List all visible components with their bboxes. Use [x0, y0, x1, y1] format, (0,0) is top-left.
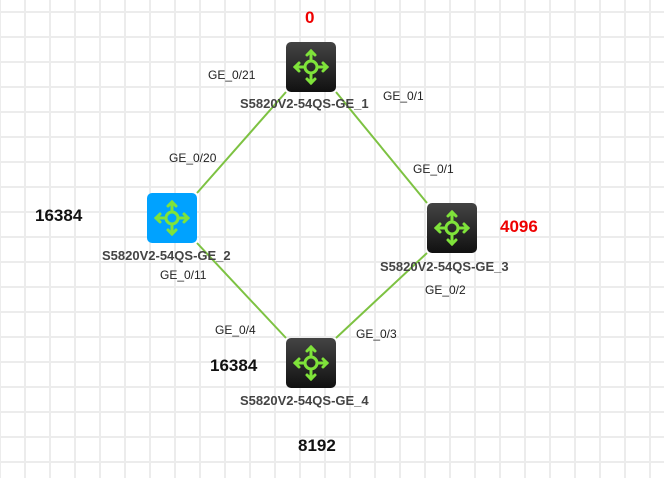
node-name-1: S5820V2-54QS-GE_1 [240, 96, 369, 111]
port-label: GE_0/11 [160, 268, 207, 282]
node-name-3: S5820V2-54QS-GE_3 [380, 259, 509, 274]
switch-icon [154, 200, 190, 236]
priority-extra: 8192 [298, 436, 336, 455]
switch-node-1[interactable] [286, 42, 336, 92]
port-label: GE_0/1 [413, 162, 454, 176]
port-label: GE_0/20 [169, 151, 217, 165]
port-label: GE_0/21 [208, 68, 256, 82]
port-label: GE_0/1 [383, 89, 424, 103]
switch-icon [434, 210, 470, 246]
switch-node-3[interactable] [427, 203, 477, 253]
priority-1: 0 [305, 8, 315, 27]
priority-4: 16384 [210, 356, 258, 375]
priority-3: 4096 [500, 217, 538, 236]
node-name-2: S5820V2-54QS-GE_2 [102, 248, 231, 263]
link-2-4[interactable] [196, 242, 287, 339]
port-label: GE_0/2 [425, 283, 466, 297]
switch-node-4[interactable] [286, 338, 336, 388]
port-label: GE_0/3 [356, 327, 397, 341]
link-3-4[interactable] [335, 252, 428, 339]
switch-icon [293, 345, 329, 381]
port-label: GE_0/4 [215, 323, 256, 337]
node-name-4: S5820V2-54QS-GE_4 [240, 393, 369, 408]
switch-icon [293, 49, 329, 85]
link-1-2[interactable] [196, 91, 287, 194]
link-1-3[interactable] [335, 91, 428, 204]
priority-2: 16384 [35, 206, 83, 225]
switch-node-2[interactable] [147, 193, 197, 243]
